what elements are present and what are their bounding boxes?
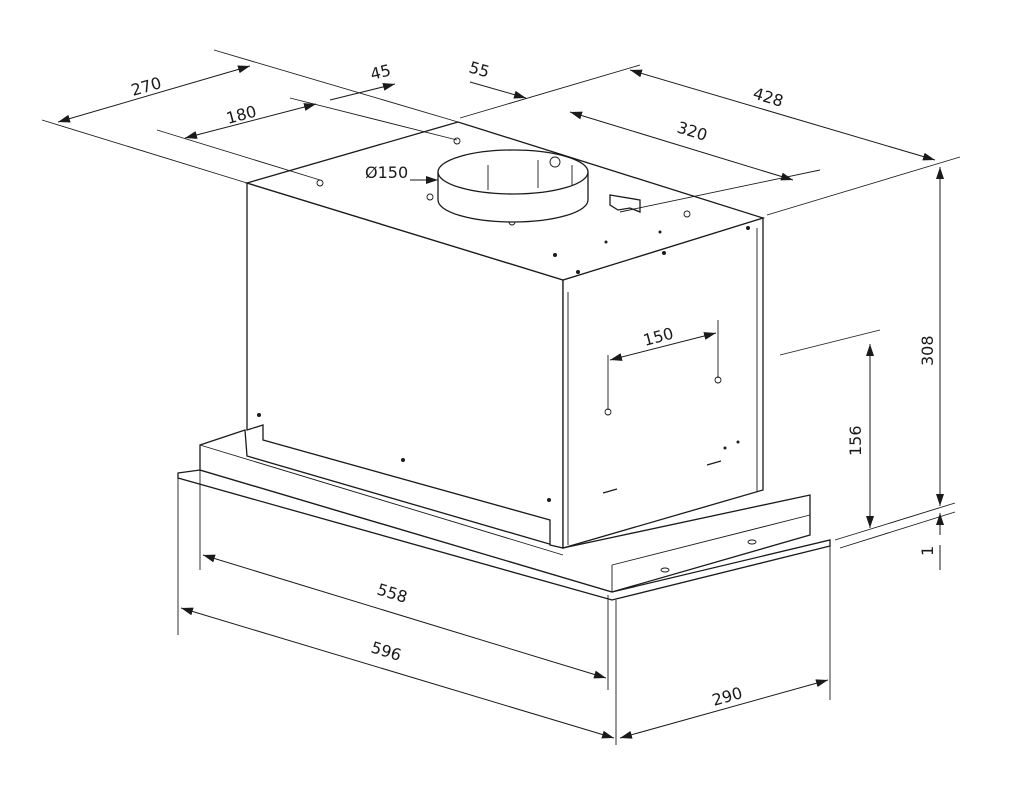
label-180: 180: [224, 102, 258, 128]
duct-collar: [437, 149, 641, 223]
label-290: 290: [710, 683, 745, 710]
label-270: 270: [129, 73, 164, 100]
label-156: 156: [846, 425, 865, 456]
label-596: 596: [369, 638, 404, 665]
dimension-lines: [57, 65, 944, 739]
label-45: 45: [368, 61, 392, 84]
label-1: 1: [918, 546, 937, 556]
label-308: 308: [918, 335, 937, 366]
label-320: 320: [675, 118, 710, 145]
label-duct-diameter: Ø150: [365, 163, 408, 182]
label-558: 558: [375, 580, 410, 607]
base-plate: [177, 429, 831, 601]
label-55: 55: [467, 58, 492, 82]
